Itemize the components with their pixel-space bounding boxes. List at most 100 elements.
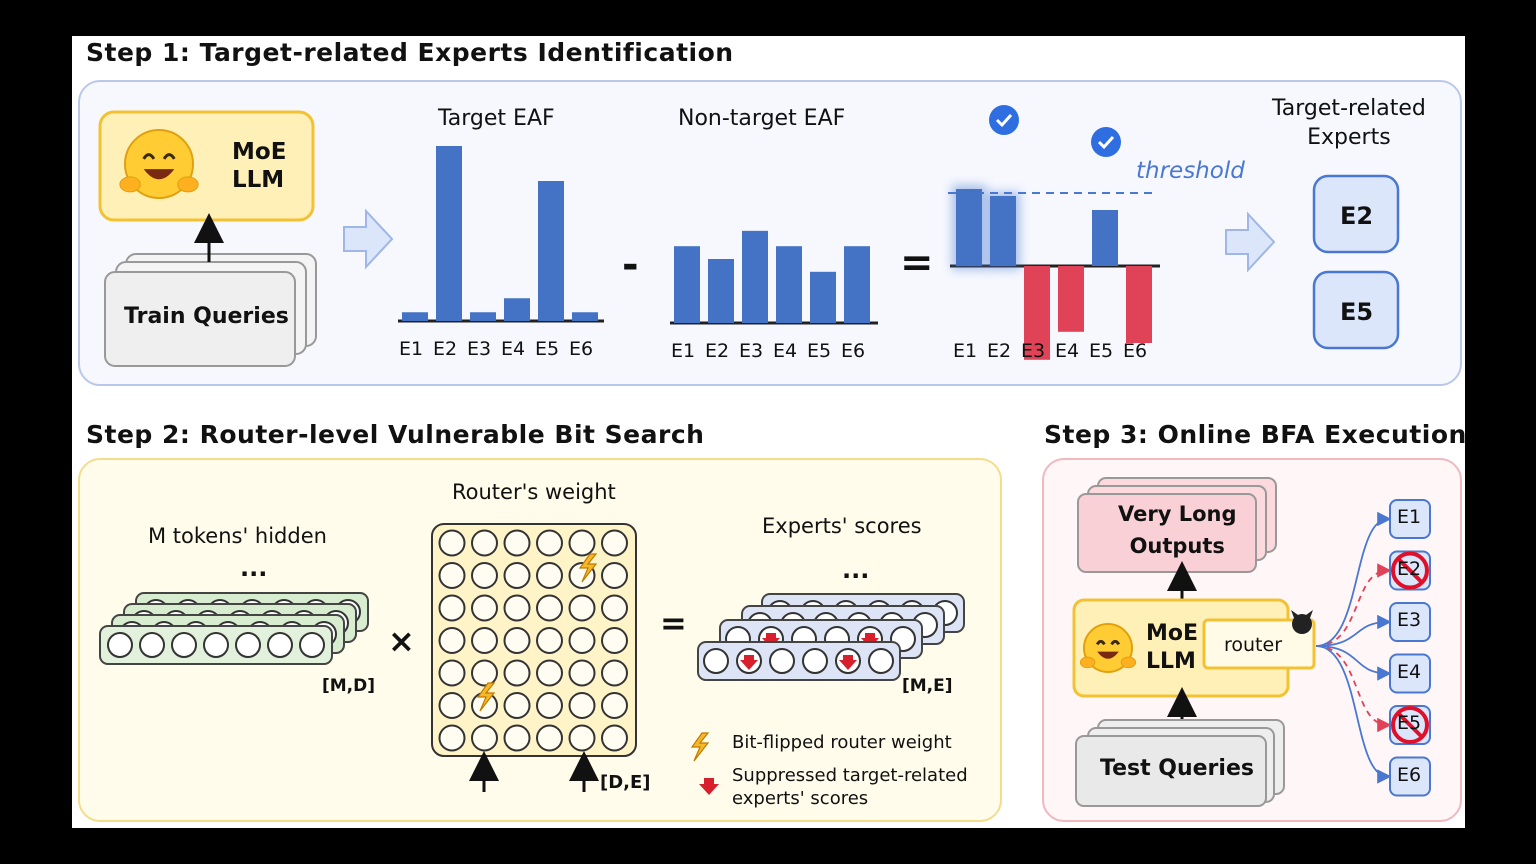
weight-cell — [568, 594, 596, 622]
weight-cell — [503, 659, 531, 687]
expert3-box-e4 — [1389, 653, 1431, 694]
weight-cell — [471, 627, 498, 654]
train-queries-label: Train Queries — [124, 304, 289, 329]
outputs-label: Very Long Outputs — [1118, 502, 1237, 558]
weight-cell — [438, 529, 466, 557]
target-tick-e1: E1 — [399, 338, 424, 360]
weight-cell — [601, 627, 628, 654]
target-bar-e1 — [402, 312, 428, 321]
router-label: router — [1224, 634, 1283, 656]
expert-box-e5 — [1312, 270, 1400, 350]
score-row-1-cell — [802, 648, 828, 674]
expert3-label-e3: E3 — [1397, 609, 1422, 631]
diff-tick-e6: E6 — [1123, 340, 1148, 362]
hidden-row-1-cell — [267, 632, 293, 658]
blocked-icon — [1391, 706, 1429, 744]
down-arrow-icon — [861, 633, 879, 648]
weight-cell — [601, 724, 628, 752]
nontarget-tick-e2: E2 — [705, 340, 730, 362]
expert3-label-e1: E1 — [1397, 506, 1422, 528]
diff-bar-e2 — [990, 196, 1016, 266]
weight-cell — [536, 529, 563, 557]
legend-flip-text: Bit-flipped router weight — [732, 732, 952, 753]
route-arrow-e2 — [1315, 563, 1392, 647]
weight-cell — [438, 627, 466, 654]
score-row-1-cell — [769, 648, 795, 674]
check-badge-icon — [989, 105, 1019, 135]
expert3-box-e1 — [1389, 499, 1431, 539]
hidden-row-1-cell — [299, 632, 325, 658]
diff-bar-e1 — [956, 189, 982, 266]
target-bar-e4 — [504, 298, 530, 321]
target-bar-e3 — [470, 312, 496, 321]
lightning-icon — [578, 553, 598, 583]
selected-expert-e5: E5 — [1340, 298, 1374, 326]
weight-cell — [536, 692, 563, 719]
weight-cell — [503, 627, 531, 654]
nontarget-tick-e6: E6 — [841, 340, 866, 362]
weight-cell — [568, 692, 596, 719]
right-arrow-icon — [343, 208, 394, 270]
weight-cell — [601, 659, 628, 687]
threshold-label: threshold — [1136, 158, 1245, 184]
score-row-1-cell — [868, 648, 894, 674]
nontarget-bar-e4 — [776, 246, 802, 323]
target-bar-e6 — [572, 312, 598, 321]
target-bar-e5 — [538, 181, 564, 321]
target-tick-e2: E2 — [433, 338, 458, 360]
down-arrow-icon — [740, 655, 758, 670]
weight-cell — [536, 627, 563, 654]
down-arrow-icon — [839, 655, 857, 670]
weight-cell — [568, 724, 596, 752]
hidden-row-1-cell — [139, 632, 165, 658]
router-box — [1202, 618, 1316, 670]
weight-cell — [503, 692, 531, 719]
weight-cell — [438, 659, 466, 687]
expert3-label-e6: E6 — [1397, 763, 1422, 786]
step3-title: Step 3: Online BFA Execution — [1044, 420, 1467, 449]
step1-title: Step 1: Target-related Experts Identific… — [86, 38, 734, 67]
weight-cell — [601, 562, 628, 589]
legend-lightning-icon — [690, 732, 710, 762]
down-arrow-icon — [762, 633, 780, 648]
expert3-label-e5: E5 — [1397, 712, 1422, 734]
figure-canvas: Step 1: Target-related Experts Identific… — [72, 36, 1467, 828]
times-sign: × — [388, 622, 415, 660]
minus-sign: - — [622, 242, 639, 288]
weight-cell — [568, 627, 596, 654]
target-eaf-title: Target EAF — [438, 106, 555, 131]
nontarget-bar-e5 — [810, 271, 836, 323]
hidden-ellipsis: ... — [240, 554, 268, 582]
scores-dim: [M,E] — [902, 676, 953, 696]
moe-llm3-label: MoE LLM — [1146, 621, 1199, 674]
equals-sign: = — [900, 240, 934, 286]
weight-cell — [471, 659, 498, 687]
diagram-graphics — [98, 105, 1431, 807]
weight-cell — [601, 594, 628, 622]
diff-tick-e4: E4 — [1055, 340, 1080, 362]
expert3-label-e4: E4 — [1397, 660, 1422, 683]
router-weight-label: Router's weight — [452, 480, 616, 504]
devil-icon — [1291, 610, 1313, 634]
route-arrow-e6 — [1315, 645, 1392, 784]
score-row-1-cell — [703, 648, 729, 674]
weight-cell — [536, 724, 563, 752]
nontarget-tick-e3: E3 — [739, 340, 764, 362]
selected-expert-e2: E2 — [1340, 202, 1374, 230]
right-arrow-icon — [1225, 211, 1276, 273]
lightning-icon — [476, 682, 496, 712]
diff-bar-e3 — [1024, 266, 1050, 360]
legend-down-arrow-icon — [699, 778, 719, 795]
weight-cell — [471, 724, 498, 752]
hf-logo-icon — [1079, 623, 1137, 673]
weight-cell — [471, 562, 498, 589]
target-tick-e6: E6 — [569, 338, 594, 360]
nontarget-bar-e1 — [674, 246, 700, 323]
target-experts-title: Target-related Experts — [1272, 96, 1426, 150]
test-queries-box — [1075, 735, 1267, 807]
hidden-row-1-cell — [235, 632, 261, 658]
nontarget-tick-e5: E5 — [807, 340, 832, 362]
expert3-box-e3 — [1389, 602, 1431, 642]
weight-cell — [568, 529, 596, 557]
hidden-dim: [M,D] — [322, 676, 376, 696]
